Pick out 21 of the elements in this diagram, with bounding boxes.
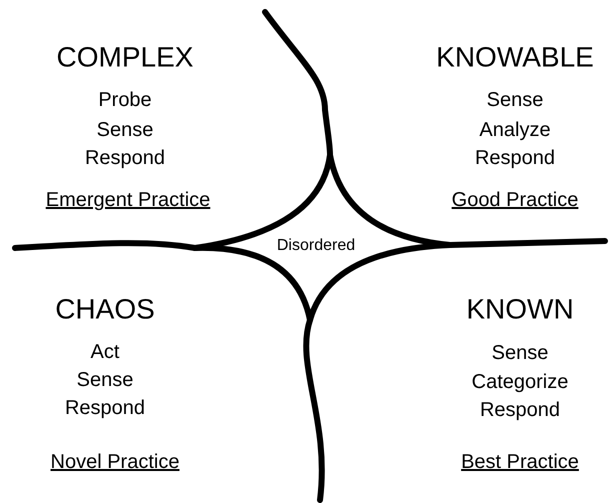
step-label: Respond <box>64 397 146 419</box>
domain-heading: CHAOS <box>55 294 155 326</box>
step-label: Sense <box>76 369 134 391</box>
step-label: Categorize <box>472 371 568 393</box>
domain-heading: KNOWN <box>466 294 574 326</box>
step-label: Respond <box>474 147 556 169</box>
step-label: Respond <box>84 147 166 169</box>
step-label: Analyze <box>479 119 551 141</box>
step-label: Sense <box>492 342 548 364</box>
step-label: Sense <box>96 119 154 141</box>
domain-heading: COMPLEX <box>56 42 194 74</box>
step-label: Act <box>90 341 120 363</box>
practice-label: Emergent Practice <box>46 189 210 211</box>
practice-label: Novel Practice <box>50 451 180 473</box>
step-label: Sense <box>486 89 544 111</box>
step-label: Respond <box>480 399 560 421</box>
domain-heading: KNOWABLE <box>436 42 594 74</box>
step-label: Probe <box>98 89 152 111</box>
practice-label: Best Practice <box>461 451 579 473</box>
center-domain-label: Disordered <box>276 237 356 255</box>
practice-label: Good Practice <box>452 189 578 211</box>
